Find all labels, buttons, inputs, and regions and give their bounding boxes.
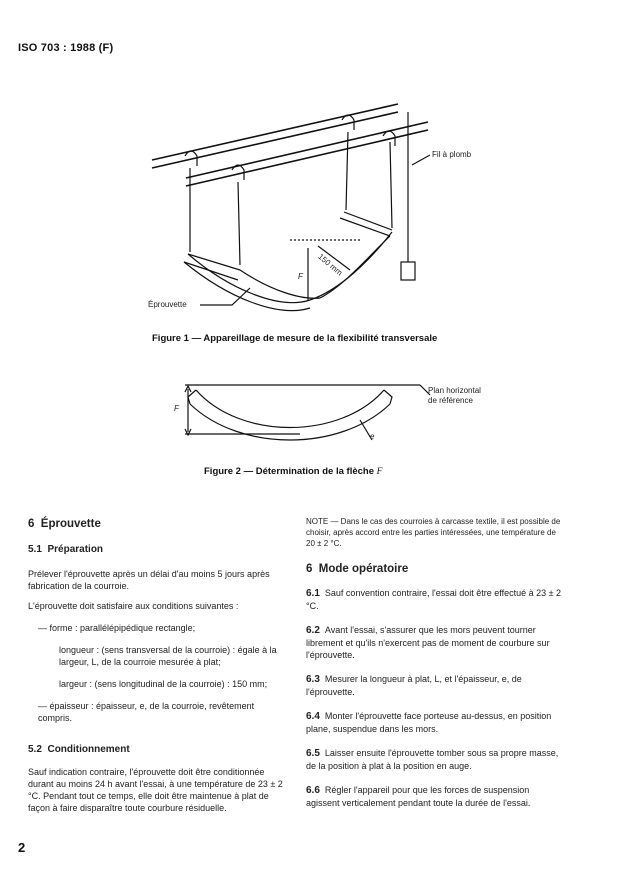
note-textile: NOTE — Dans le cas des courroies à carca… — [306, 517, 561, 548]
page-number: 2 — [18, 840, 26, 855]
label-e-fig2: e — [370, 432, 375, 441]
paragraph-conditionnement: Sauf indication contraire, l'éprouvette … — [28, 767, 283, 813]
item-6-3: 6.3 Mesurer la longueur à plat, L, et l'… — [306, 674, 522, 697]
label-plan-horizontal: Plan horizontal — [428, 386, 481, 395]
label-F-fig2: F — [174, 404, 179, 413]
bullet-longueur: longueur : (sens transversal de la courr… — [59, 645, 277, 667]
section-6-mode-operatoire-heading: 6 Mode opératoire — [306, 563, 409, 575]
item-6-4: 6.4 Monter l'éprouvette face porteuse au… — [306, 711, 552, 734]
label-eprouvette: Éprouvette — [148, 300, 187, 309]
left-column: 6 Éprouvette 5.1 Préparation Prélever l'… — [28, 518, 286, 814]
paragraph-preparation: Prélever l'éprouvette après un délai d'a… — [28, 569, 270, 591]
document-header: ISO 703 : 1988 (F) — [18, 42, 114, 54]
item-6-6: 6.6 Régler l'appareil pour que les force… — [306, 785, 531, 808]
item-6-2: 6.2 Avant l'essai, s'assurer que les mor… — [306, 625, 550, 660]
bullet-epaisseur: — épaisseur : épaisseur, e, de la courro… — [38, 701, 255, 723]
section-6-eprouvette-heading: 6 Éprouvette — [28, 518, 101, 530]
section-5-2-heading: 5.2 Conditionnement — [28, 744, 130, 755]
section-5-1-heading: 5.1 Préparation — [28, 544, 104, 555]
item-6-5: 6.5 Laisser ensuite l'éprouvette tomber … — [306, 748, 559, 771]
figure-1-caption: Figure 1 — Appareillage de mesure de la … — [152, 333, 438, 344]
item-6-1: 6.1 Sauf convention contraire, l'essai d… — [306, 588, 562, 611]
bullet-largeur: largeur : (sens longitudinal de la courr… — [59, 679, 268, 689]
label-F-fig1: F — [298, 272, 303, 281]
bullet-forme: — forme : parallélépipédique rectangle; — [38, 623, 196, 633]
right-column: NOTE — Dans le cas des courroies à carca… — [306, 516, 562, 809]
figure-2-caption: Figure 2 — Détermination de la flèche F — [204, 466, 383, 477]
paragraph-conditions: L'éprouvette doit satisfaire aux conditi… — [28, 601, 239, 611]
label-de-reference: de référence — [428, 396, 473, 405]
label-fil-a-plomb: Fil à plomb — [432, 150, 472, 159]
